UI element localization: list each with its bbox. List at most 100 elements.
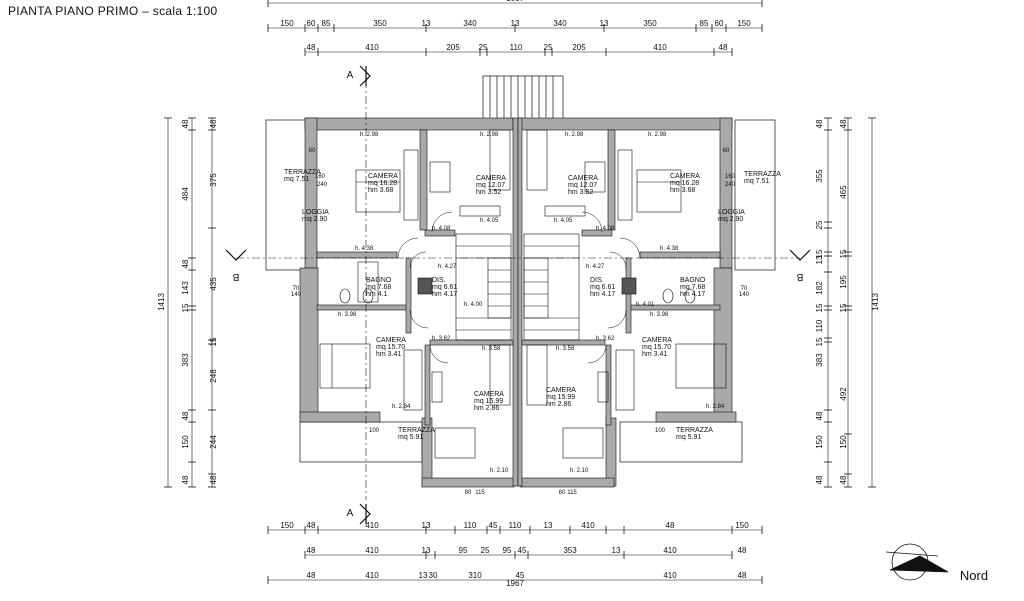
height-label: h. 2.10: [570, 468, 589, 474]
dim-left-outer: 48: [181, 475, 190, 484]
desk-1: [459, 205, 501, 217]
dim-bottom-row2: 410: [365, 546, 379, 555]
dim-right-mid: 48: [815, 475, 824, 484]
dim-top-row1: 13: [600, 19, 609, 28]
dim-bottom-row1: 48: [307, 521, 316, 530]
room-height: hm 2.86: [474, 405, 499, 412]
room-height: hm 4.1: [366, 291, 388, 298]
dim-left-outer: 48: [181, 259, 190, 268]
height-label: h. 3.58: [482, 346, 501, 352]
dim-top-row1: 13: [511, 19, 520, 28]
dim-bottom-row2: 45: [518, 546, 527, 555]
dim-right-mid: 15: [815, 249, 824, 258]
section-mark-b-right: B: [796, 271, 803, 282]
dim-top-row2: 410: [365, 43, 379, 52]
height-label: h. 2.98: [565, 132, 584, 138]
small-dim-label: 100: [655, 428, 666, 434]
small-dim-label: 70: [741, 286, 748, 292]
dim-left-mid: 435: [209, 277, 218, 291]
dim-left-outer: 15: [181, 303, 190, 312]
room-height: hm 3.41: [642, 351, 667, 358]
room-name: LOGGIA: [302, 209, 329, 216]
dim-right-outer: 15: [839, 303, 848, 312]
dim-left-outer: 150: [181, 435, 190, 449]
dim-bottom-row3: 45: [516, 571, 525, 580]
dim-left-mid: 244: [209, 435, 218, 449]
drawing-title: PIANTA PIANO PRIMO – scala 1:100: [8, 4, 218, 18]
dim-right-mid: 48: [815, 411, 824, 420]
bed-8: [562, 427, 604, 459]
height-label: h. 4.05: [554, 218, 573, 224]
compass-label: Nord: [960, 568, 988, 583]
dim-bottom-row2: 13: [612, 546, 621, 555]
dim-bottom-row2: 13: [422, 546, 431, 555]
dim-bottom-row3: 410: [663, 571, 677, 580]
section-mark-a-top: A: [347, 70, 354, 81]
dim-bottom-row2: 95: [503, 546, 512, 555]
small-dim-label: 140: [739, 292, 750, 298]
dim-left-outer: 484: [181, 187, 190, 201]
dim-right-mid: 15: [815, 303, 824, 312]
small-dim-label: 100: [369, 428, 380, 434]
dim-bottom-row1: 13: [544, 521, 553, 530]
room-name: TERRAZZA: [676, 427, 713, 434]
room-area: mq 12.07: [476, 182, 505, 189]
bed-1: [355, 169, 401, 213]
dim-left-outer: 143: [181, 281, 190, 295]
height-label: h. 2.84: [706, 404, 725, 410]
height-label: h. 4.01: [636, 302, 655, 308]
dim-bottom-row2: 95: [459, 546, 468, 555]
small-dim-label: 115: [567, 490, 577, 496]
height-label: h. 4.27: [438, 264, 457, 270]
room-name: CAMERA: [670, 173, 700, 180]
dim-top-row2: 48: [307, 43, 316, 52]
height-label: h. 4.27: [586, 264, 605, 270]
dim-right-mid: 150: [815, 435, 824, 449]
terrace-right-top: [734, 119, 776, 271]
desk-3: [431, 371, 443, 403]
height-label: h. 3.98: [338, 312, 357, 318]
dim-top-row1: 85: [700, 19, 709, 28]
room-name: BAGNO: [680, 277, 706, 284]
dim-left-mid: 48: [209, 119, 218, 128]
dim-bottom-row1: 150: [280, 521, 294, 530]
dim-ticks: [164, 0, 876, 584]
dim-bottom-row2: 410: [663, 546, 677, 555]
dim-left-outer: 383: [181, 353, 190, 367]
walls: [299, 117, 737, 488]
small-dim-label: 60: [309, 148, 316, 154]
north-compass-icon: [885, 543, 949, 581]
height-label: h. 3.98: [650, 312, 669, 318]
room-name: DIS.: [432, 277, 446, 284]
dim-right-outer: 15: [839, 249, 848, 258]
wardrobe-7: [489, 344, 511, 406]
dim-right-mid: 383: [815, 353, 824, 367]
height-label: h. 2.98: [480, 132, 499, 138]
dim-top-row1: 85: [322, 19, 331, 28]
dim-bottom-row1: 410: [581, 521, 595, 530]
room-area: mq 6.61: [590, 284, 615, 291]
dim-bottom-row3: 410: [365, 571, 379, 580]
top-balcony: [482, 75, 564, 123]
dim-right-mid: 110: [815, 319, 824, 332]
room-area: mq 15.70: [376, 344, 405, 351]
height-label: h. 2.84: [392, 404, 411, 410]
section-mark-a-bottom: A: [347, 508, 354, 519]
small-dim-label: 80: [465, 490, 472, 496]
stairs: [455, 233, 580, 341]
room-area: mq 5.91: [398, 434, 423, 441]
small-dim-label: 160: [315, 174, 326, 180]
wardrobe-4: [526, 129, 548, 191]
tub-right: [621, 277, 637, 295]
wardrobe-5: [403, 349, 423, 411]
dim-top-row1: 150: [737, 19, 751, 28]
dim-bottom-row2: 25: [481, 546, 490, 555]
dim-bottom-row1: 150: [735, 521, 749, 530]
shower-left: [357, 261, 379, 303]
height-label: h. 2.10: [490, 468, 509, 474]
room-area: mq 7.68: [366, 284, 391, 291]
dim-left-mid: 48: [209, 475, 218, 484]
height-label: h. 4.38: [660, 246, 679, 252]
dim-bottom-row1: 110: [464, 521, 477, 530]
